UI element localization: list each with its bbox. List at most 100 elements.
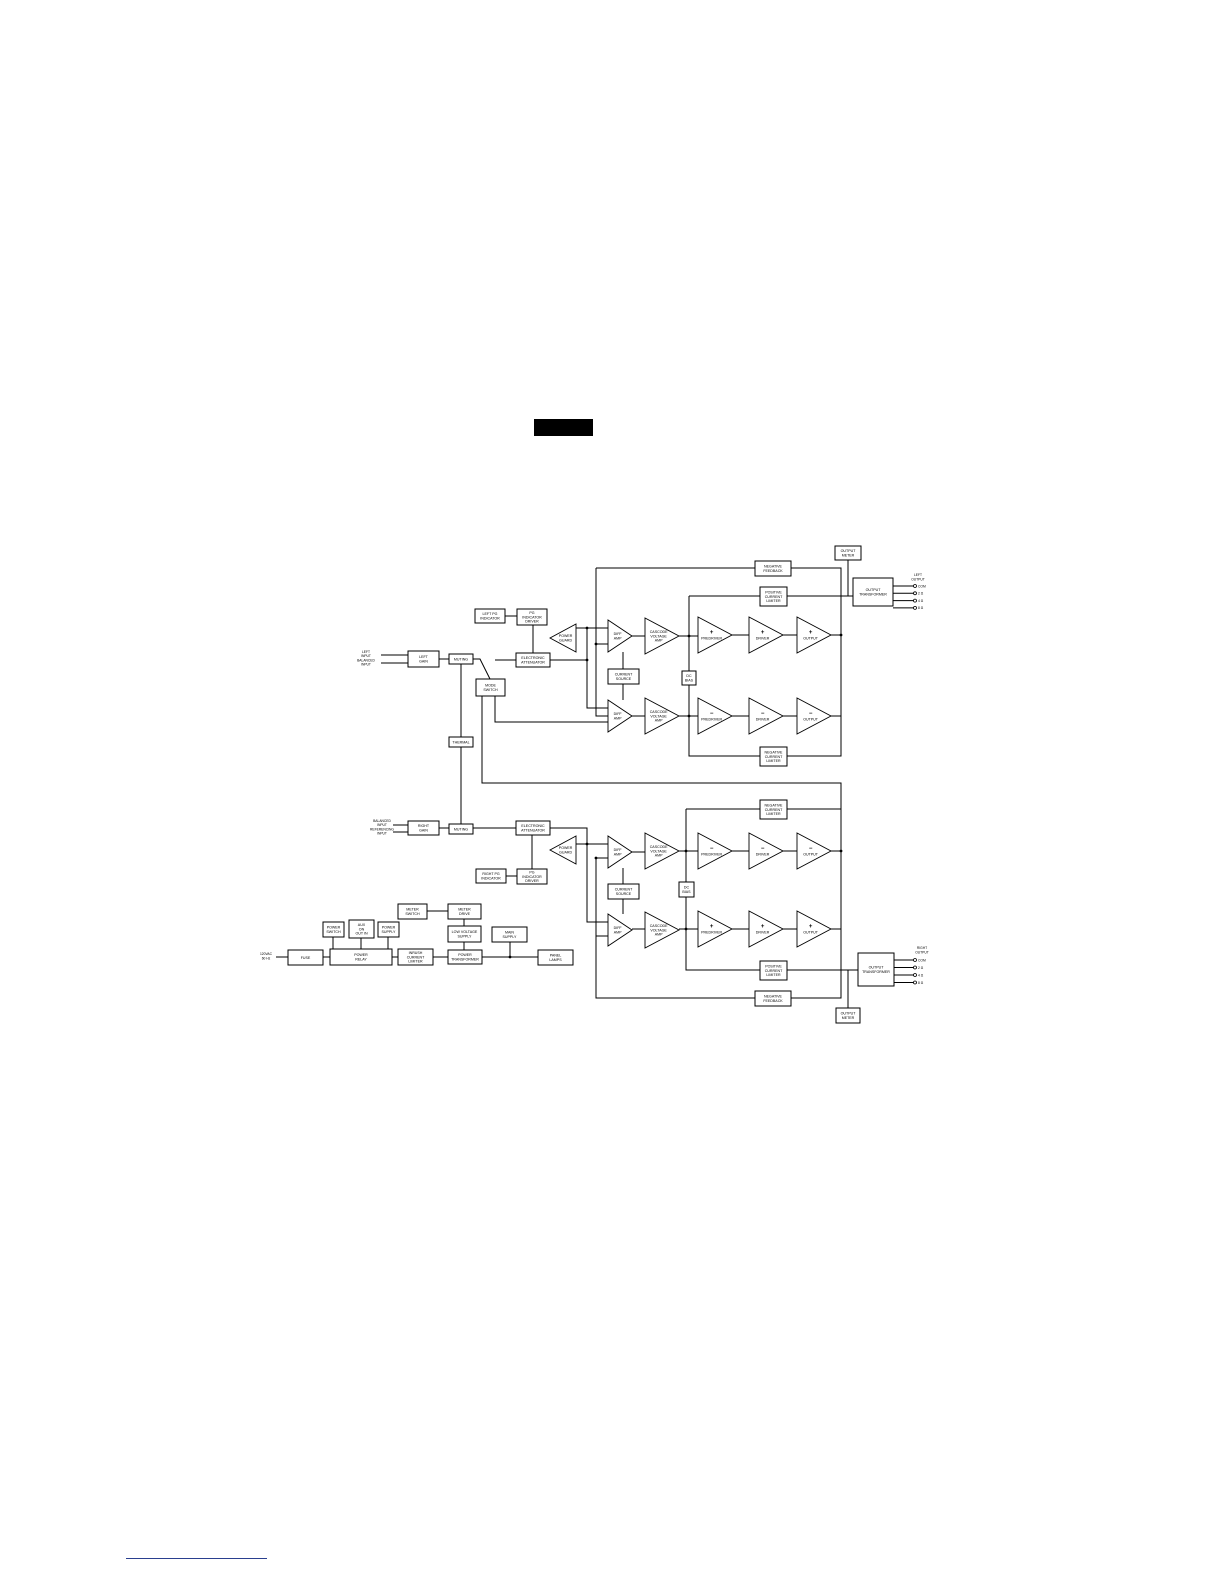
left-muting-label-line-0: MUTING	[454, 657, 468, 661]
left-cascode-amp-bottom-label-line-1: VOLTAGE	[650, 714, 667, 718]
meter-drive-block-label-line-0: METER	[458, 908, 471, 912]
power-relay-block-label-line-0: POWER	[354, 953, 368, 957]
right-negative-feedback-block	[754, 990, 792, 1007]
left-cascode-amp-top-label-line-2: AMP	[655, 639, 663, 643]
signal-wire	[550, 627, 608, 661]
junction-dot	[594, 856, 598, 860]
left-output-terminal	[913, 591, 917, 596]
right-negative-current-limiter-label-line-0: NEGATIVE	[765, 804, 784, 808]
signal-wire	[473, 658, 491, 680]
signal-wire	[595, 644, 608, 717]
left-pos-predriver-sign: +	[710, 630, 714, 636]
aux-on-block-label-line-2: OUT IN	[355, 932, 368, 936]
right-cascode-amp-top-label-line-2: AMP	[655, 854, 663, 858]
meter-drive-block-label-line-1: DRIVE	[459, 912, 471, 916]
right-terminal-label-3: 8 Ω	[918, 981, 924, 985]
left-input-label-line-2: BALANCED	[357, 658, 375, 662]
left-cascode-amp-bottom	[644, 697, 680, 735]
junction-dot	[585, 658, 589, 662]
right-neg-predriver-label-line-0: PREDRIVER	[701, 852, 722, 856]
right-electronic-attenuator-label-line-0: ELECTRONIC	[521, 824, 545, 828]
footer-link-rule	[126, 1558, 267, 1559]
right-output-meter-label-line-0: OUTPUT	[841, 1012, 857, 1016]
power-supply-block-label-line-0: POWER	[382, 926, 396, 930]
right-negative-current-limiter	[759, 799, 788, 820]
left-output-terminal	[913, 584, 917, 588]
right-output-terminal	[913, 973, 917, 977]
right-cascode-amp-bottom-label-line-1: VOLTAGE	[650, 928, 667, 932]
left-diff-amp-top	[607, 619, 633, 653]
right-current-source-label-line-1: SOURCE	[616, 892, 632, 896]
left-output-terminal	[913, 598, 917, 603]
junction-dot	[585, 626, 589, 630]
left-negative-feedback-block	[754, 560, 792, 577]
right-dc-bias-label-line-0: DC	[684, 886, 690, 890]
right-neg-output-sign: −	[809, 846, 813, 852]
left-diff-amp-top-label-line-0: DIFF	[614, 632, 623, 636]
left-cascode-amp-top-label-line-1: VOLTAGE	[650, 634, 667, 638]
left-pos-output	[796, 616, 832, 654]
left-neg-predriver	[697, 697, 733, 735]
fuse-block	[287, 949, 324, 966]
right-neg-driver	[748, 832, 784, 870]
left-pos-output-label-line-0: OUTPUT	[803, 636, 819, 640]
right-output-transformer-label-line-1: TRANSFORMER	[862, 970, 890, 974]
left-neg-predriver-label-line-0: PREDRIVER	[701, 717, 722, 721]
left-electronic-attenuator-label-line-1: ATTENUATOR	[521, 660, 545, 664]
left-negative-current-limiter-label-line-1: CURRENT	[765, 755, 783, 759]
right-terminal-label-2: 4 Ω	[918, 973, 924, 977]
left-gain-label-line-1: GAIN	[419, 659, 428, 663]
left-negative-feedback-block-label-line-0: NEGATIVE	[764, 565, 783, 569]
left-positive-current-limiter	[759, 586, 788, 607]
right-pos-driver-label-line-0: DRIVER	[756, 930, 770, 934]
left-cascode-amp-top	[644, 617, 680, 655]
right-diff-amp-bottom-label-line-0: DIFF	[614, 926, 623, 930]
right-negative-current-limiter-label-line-2: LIMITER	[766, 812, 781, 816]
left-neg-output	[796, 697, 832, 735]
left-diff-amp-top-label-line-1: AMP	[614, 636, 622, 640]
left-pg-indicator-driver-label-line-0: PG	[529, 611, 534, 615]
signal-wire	[688, 685, 760, 757]
signal-wire	[586, 844, 608, 923]
right-neg-driver-sign: −	[761, 846, 765, 852]
left-pg-indicator-label-line-0: LEFT PG	[483, 612, 498, 616]
right-pos-predriver-label-line-0: PREDRIVER	[701, 930, 722, 934]
left-pos-predriver	[697, 616, 733, 654]
signal-wire	[494, 696, 608, 723]
inrush-current-limiter-block-label-line-2: LIMITER	[408, 960, 423, 964]
signal-wire	[586, 660, 608, 709]
aux-on-block-label-line-1: ON	[359, 927, 365, 931]
left-neg-output-sign: −	[809, 711, 813, 717]
panel-lamps-block	[537, 949, 574, 966]
right-neg-output-label-line-0: OUTPUT	[803, 852, 819, 856]
right-terminal-label-1: 2 Ω	[918, 966, 924, 970]
power-supply-block	[377, 921, 400, 938]
left-output-transformer	[852, 577, 894, 607]
left-pos-driver-sign: +	[761, 630, 765, 636]
right-input-label-line-0: BALANCED	[373, 819, 391, 823]
left-positive-current-limiter-label-line-0: POSITIVE	[765, 591, 782, 595]
right-pg-indicator-driver	[516, 868, 548, 885]
right-power-guard-label-line-0: POWER	[559, 846, 573, 850]
right-pos-driver-sign: +	[761, 924, 765, 930]
right-cascode-amp-bottom	[644, 911, 680, 949]
left-pg-indicator-driver	[516, 608, 548, 626]
left-negative-current-limiter	[759, 746, 788, 767]
junction-dot	[508, 955, 512, 959]
low-voltage-supply-block	[447, 925, 482, 943]
right-diff-amp-top	[607, 835, 633, 869]
right-negative-feedback-block-label-line-0: NEGATIVE	[764, 995, 783, 999]
right-pos-output-label-line-0: OUTPUT	[803, 930, 819, 934]
right-pos-output	[796, 910, 832, 948]
redaction-bar	[534, 419, 593, 436]
left-terminal-label-0: COM	[918, 584, 926, 588]
low-voltage-supply-block-label-line-1: SUPPLY	[458, 934, 473, 938]
right-electronic-attenuator	[515, 820, 551, 836]
right-neg-predriver-sign: −	[710, 846, 714, 852]
right-cascode-amp-bottom-label-line-2: AMP	[655, 933, 663, 937]
left-power-guard	[549, 623, 577, 653]
right-current-source-label-line-0: CURRENT	[615, 888, 633, 892]
right-pos-predriver	[697, 910, 733, 948]
right-gain-label-line-0: RIGHT	[418, 824, 430, 828]
main-supply-block-label-line-1: SUPPLY	[503, 935, 518, 939]
